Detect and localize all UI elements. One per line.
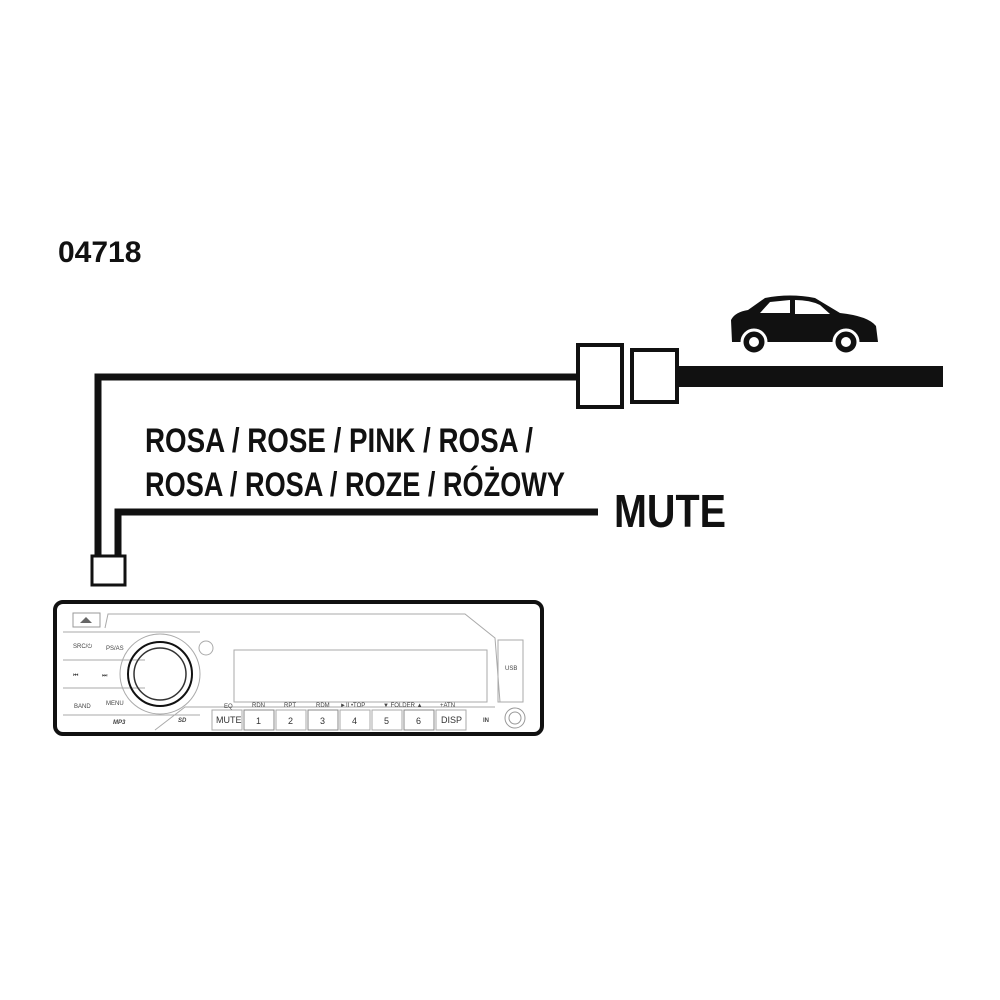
preset-label: 6 [416,716,421,726]
mute-button[interactable] [211,709,243,731]
preset-label: 1 [256,716,261,726]
preset-2-button[interactable] [275,709,307,731]
volume-knob[interactable] [127,641,193,707]
vehicle-cable [677,366,943,387]
preset-label: 5 [384,716,389,726]
preset-label: 2 [288,716,293,726]
preset-1-button[interactable] [243,709,275,731]
mute-label: MUTE [614,485,726,537]
menu-button[interactable]: MENU [106,701,124,707]
disp-button-label: DISP [441,715,462,725]
key-label: ▼ FOLDER ▲ [383,703,423,709]
preset-buttons: MUTE 1 2 3 4 5 6 DISP [211,709,467,731]
key-label: RDN [252,703,265,709]
key-label: RDM [316,703,330,709]
preset-4-button[interactable] [339,709,371,731]
car-radio: SRC/⏻ PS/AS ⏮ ⏭ BAND MENU MP3 SD USB IN … [53,600,544,736]
prev-button[interactable]: ⏮ [73,673,79,679]
eject-button [72,612,101,628]
band-button[interactable]: BAND [74,704,91,710]
color-label-line1: ROSA / ROSE / PINK / ROSA / [145,422,533,460]
usb-label: USB [505,666,517,672]
connector-male [576,343,624,409]
mp3-logo: MP3 [113,720,126,726]
key-label: RPT [284,703,296,709]
mute-wire [114,508,598,557]
in-label: IN [483,718,489,724]
mute-button-label: MUTE [216,715,242,725]
preset-label: 3 [320,716,325,726]
preset-label: 4 [352,716,357,726]
color-label-line2: ROSA / ROSA / ROZE / RÓŻOWY [145,466,565,504]
preset-6-button[interactable] [403,709,435,731]
disp-button[interactable] [435,709,467,731]
key-label: +ATN [440,703,455,709]
car-icon [731,295,878,356]
sd-logo: SD [178,718,187,724]
eject-icon [80,617,92,623]
pink-wire-main [94,373,578,557]
psas-button[interactable]: PS/AS [106,646,124,652]
key-label: EQ [224,704,233,710]
preset-5-button[interactable] [371,709,403,731]
aux-jack [504,707,526,729]
preset-3-button[interactable] [307,709,339,731]
product-code: 04718 [58,236,141,269]
connector-female [630,348,679,404]
src-button[interactable]: SRC/⏻ [73,643,92,650]
radio-plug [90,554,127,587]
next-button[interactable]: ⏭ [102,673,108,679]
key-label: ►II •TOP [340,703,365,709]
